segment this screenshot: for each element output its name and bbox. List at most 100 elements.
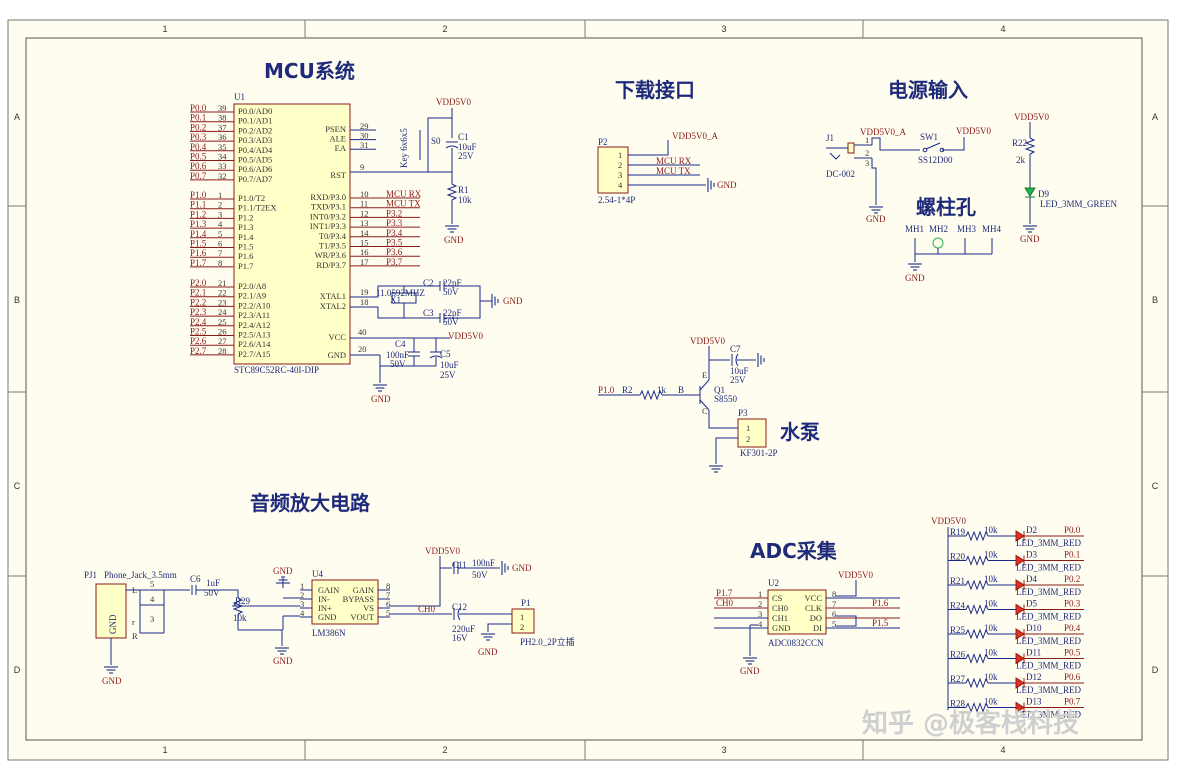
row-label: B	[1152, 295, 1158, 305]
adc-pin-number: 3	[758, 609, 762, 619]
jack-pin: 3	[150, 614, 154, 624]
mcu-pin-name: EA	[335, 143, 347, 153]
audio-jack-part: Phone_Jack_3.5mm	[104, 570, 177, 580]
mcu-pin-number: 40	[358, 327, 367, 337]
download-connector-p2[interactable]: P2 2.54-1*4P 1 2 3 4 VDD5V0_A MCU RX MCU…	[597, 131, 737, 205]
mcu-net-label: P0.3	[190, 132, 207, 142]
led-net: P0.5	[1064, 648, 1081, 658]
hole-ref: MH1	[905, 224, 924, 234]
mcu-pin-number: 20	[358, 344, 367, 354]
led-ref: D5	[1026, 599, 1037, 609]
led-res-value: 10k	[984, 574, 998, 584]
mcu-pin-name: P2.5/A13	[238, 330, 270, 340]
mcu-net-label: P1.2	[190, 209, 206, 219]
mcu-pin-number: 29	[360, 121, 369, 131]
mcu-pin-name: P1.6	[238, 251, 253, 261]
mcu-pin-number: 19	[360, 287, 369, 297]
c5-ref: C5	[440, 349, 451, 359]
mcu-net-label: P3.3	[386, 218, 403, 228]
mcu-net-label: P2.5	[190, 327, 207, 337]
mcu-pin-number: 11	[360, 199, 368, 209]
mcu-net-label: P1.4	[190, 229, 207, 239]
led-part: LED_3MM_RED	[1016, 685, 1082, 695]
c11-ref: C11	[452, 560, 467, 570]
led-part: LED_3MM_RED	[1016, 612, 1082, 622]
mcu-pin-number: 26	[218, 327, 227, 337]
c6-ref: C6	[190, 574, 201, 584]
pump-conn-body	[737, 418, 767, 448]
mcu-pin-number: 16	[360, 247, 369, 257]
pump-cap-volt: 25V	[730, 375, 746, 385]
adc-pin-number: 5	[832, 619, 836, 629]
mcu-pin-name: P0.5/AD5	[238, 155, 272, 165]
amp-pin-number: 1	[300, 581, 304, 591]
led-res-value: 10k	[984, 550, 998, 560]
mcu-net-label: P0.7	[190, 171, 207, 181]
col-label: 2	[442, 745, 447, 755]
reset-cap-value: 10uF	[458, 142, 477, 152]
power-led[interactable]: VDD5V0 GND R22 2k D9 LED_3MM_GREEN	[1012, 112, 1117, 244]
audio-jack-ref: PJ1	[84, 570, 97, 580]
mcu-pin-name: VCC	[329, 332, 347, 342]
amp-pin-name: IN+	[318, 603, 332, 613]
reset-res-ref: R1	[458, 185, 469, 195]
amp-pin-number: 4	[300, 608, 305, 618]
mcu-pin-number: 14	[360, 228, 369, 238]
led-part: LED_3MM_RED	[1016, 636, 1082, 646]
amp-pin-name: VS	[363, 603, 374, 613]
adc-pin-number: 4	[758, 619, 763, 629]
mcu-pin-number: 30	[360, 131, 369, 141]
audio-circuit[interactable]: PJ1 Phone_Jack_3.5mm GND 5 L 4 r 3 R GND…	[84, 546, 575, 686]
mcu-net-label: P1.7	[190, 258, 207, 268]
led-res-ref: R24	[950, 601, 966, 611]
mcu-net-label: P1.6	[190, 248, 207, 258]
led-part: LED_3MM_RED	[1016, 661, 1082, 671]
power-input[interactable]: J1 DC-002 1 2 3 VDD5V0_A GND SW1 SS12D00…	[826, 126, 991, 224]
mcu-pin-number: 4	[218, 219, 223, 229]
pump-circuit[interactable]: VDD5V0 C7 10uF 25V P1.0 R2 1k B E C Q1 S…	[598, 336, 778, 473]
mounting-holes[interactable]: MH1 MH2 MH3 MH4 GND	[905, 224, 1002, 283]
power-jack-part: DC-002	[826, 169, 855, 179]
amp-pin-number: 8	[386, 581, 390, 591]
mcu-pin-name: TXD/P3.1	[311, 202, 346, 212]
audio-gnd-top: GND	[273, 566, 293, 576]
led-res-ref: R21	[950, 576, 965, 586]
mcu-pin-name: P2.2/A10	[238, 300, 270, 310]
c6-volt: 50V	[204, 588, 220, 598]
c11-gnd: GND	[512, 563, 532, 573]
pump-collector: C	[702, 406, 708, 416]
amp-pin-number: 3	[300, 599, 304, 609]
led-res-ref: R28	[950, 699, 966, 709]
mcu-pin-number: 36	[218, 132, 227, 142]
led-res-value: 10k	[984, 648, 998, 658]
row-label: D	[1152, 665, 1159, 675]
leds-vdd: VDD5V0	[931, 516, 966, 526]
reset-circuit[interactable]: VDD5V0 GND Key 6x6x5 S0 C1 10uF 25V R1 1…	[350, 97, 477, 245]
mcu-pin-number: 12	[360, 208, 369, 218]
download-pin: 4	[618, 180, 623, 190]
section-title-download: 下载接口	[615, 78, 695, 102]
mcu-net-label: P2.6	[190, 336, 207, 346]
spk-pin: 2	[520, 622, 524, 632]
col-label: 4	[1000, 24, 1005, 34]
pump-conn-pin: 2	[746, 434, 750, 444]
audio-spk-gnd: GND	[478, 647, 498, 657]
led-res-ref: R27	[950, 674, 966, 684]
led-net: P0.4	[1064, 623, 1081, 633]
mcu-pin-number: 5	[218, 229, 222, 239]
mcu-pin-name: T0/P3.4	[319, 231, 347, 241]
mcu-net-label: P2.7	[190, 346, 207, 356]
c5-value: 10uF	[440, 360, 459, 370]
decoupling-circuit[interactable]: VDD5V0 GND C4 100nF 50V C5 10uF 25V	[350, 331, 483, 404]
power-led-gnd: GND	[1020, 234, 1040, 244]
col-label: 1	[162, 745, 167, 755]
mcu-net-label: P2.4	[190, 317, 207, 327]
section-title-adc: ADC采集	[750, 539, 838, 563]
crystal-circuit[interactable]: GND 11.0592MHZ X1 C2 22pF 50V C3 22pF 50…	[350, 278, 523, 327]
mcu-net-label: P1.3	[190, 219, 207, 229]
row-label: C	[1152, 481, 1159, 491]
mcu-pin-number: 13	[360, 218, 369, 228]
